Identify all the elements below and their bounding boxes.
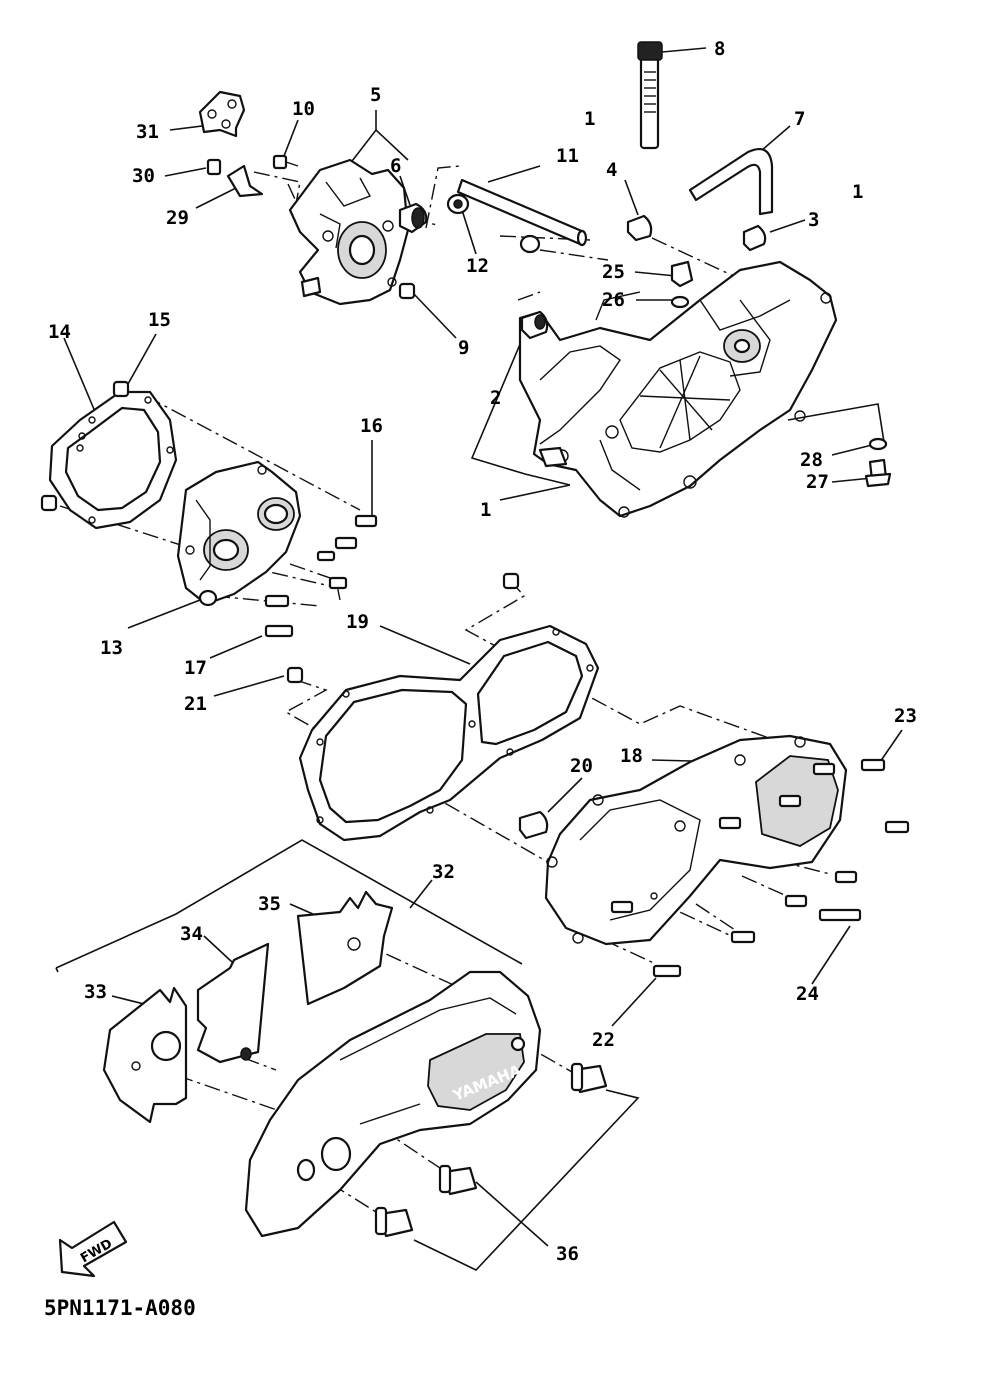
callout-1-right: 1 xyxy=(852,181,863,203)
ring-small xyxy=(519,234,541,254)
callout-3: 3 xyxy=(808,209,819,231)
case-cover-13 xyxy=(176,460,302,607)
gasket-14 xyxy=(48,390,178,530)
callout-24: 24 xyxy=(796,983,819,1005)
dowel-19b xyxy=(502,572,520,590)
callout-15: 15 xyxy=(148,309,171,331)
callout-29: 29 xyxy=(166,207,189,229)
callout-19: 19 xyxy=(346,611,369,633)
bolt-22 xyxy=(652,964,682,978)
dowel-21 xyxy=(286,666,304,684)
callout-33: 33 xyxy=(84,981,107,1003)
callout-1-bottom: 1 xyxy=(480,499,491,521)
callout-28: 28 xyxy=(800,449,823,471)
callout-12: 12 xyxy=(466,255,489,277)
callout-32: 32 xyxy=(432,861,455,883)
callout-25: 25 xyxy=(602,261,625,283)
bolts-36 xyxy=(374,1062,608,1238)
callout-8: 8 xyxy=(714,38,725,60)
plate-33 xyxy=(102,986,188,1124)
callout-10: 10 xyxy=(292,98,315,120)
bushing-4 xyxy=(626,214,653,242)
dowel-3 xyxy=(742,224,767,252)
plate-31 xyxy=(198,90,246,138)
callout-27: 27 xyxy=(806,471,829,493)
fitting-25 xyxy=(670,260,694,288)
callout-36: 36 xyxy=(556,1243,579,1265)
callout-numbers: 8 7 1 4 1 3 11 5 6 10 31 30 29 12 25 26 … xyxy=(48,38,917,1265)
callout-20: 20 xyxy=(570,755,593,777)
callout-9: 9 xyxy=(458,337,469,359)
plate-34 xyxy=(196,942,270,1064)
callout-16: 16 xyxy=(360,415,383,437)
bolts-16 xyxy=(316,514,378,590)
callout-1-top: 1 xyxy=(584,108,595,130)
bushing-6 xyxy=(398,202,428,234)
case-part-5 xyxy=(288,158,410,306)
callout-13: 13 xyxy=(100,637,123,659)
shaft-11 xyxy=(456,178,588,247)
bolts-23 xyxy=(718,758,910,834)
callout-4: 4 xyxy=(606,159,617,181)
callout-17: 17 xyxy=(184,657,207,679)
callout-31: 31 xyxy=(136,121,159,143)
dowel-20 xyxy=(518,810,549,840)
washer-28 xyxy=(868,437,888,451)
callout-11: 11 xyxy=(556,145,579,167)
callout-7: 7 xyxy=(794,108,805,130)
bolts-24 xyxy=(610,870,862,944)
dowel-14b xyxy=(40,494,58,512)
gasket-19 xyxy=(298,624,600,842)
document-code: 5PN1171-A080 xyxy=(44,1296,196,1320)
callout-35: 35 xyxy=(258,893,281,915)
breather-hose xyxy=(688,148,774,216)
dowel-2 xyxy=(520,310,549,340)
washer-12 xyxy=(446,193,470,215)
bracket-29 xyxy=(226,164,264,198)
dowel-15 xyxy=(112,380,130,398)
bolts-17 xyxy=(264,594,294,638)
callout-23: 23 xyxy=(894,705,917,727)
callout-5: 5 xyxy=(370,84,381,106)
callout-2: 2 xyxy=(490,387,501,409)
callout-6: 6 xyxy=(390,155,401,177)
bolt-10 xyxy=(272,154,299,170)
callout-14: 14 xyxy=(48,321,71,343)
callout-22: 22 xyxy=(592,1029,615,1051)
transmission-cover-32 xyxy=(244,970,542,1238)
callout-21: 21 xyxy=(184,693,207,715)
o-ring-26 xyxy=(670,295,690,309)
callout-30: 30 xyxy=(132,165,155,187)
dowel-9 xyxy=(398,282,416,300)
plate-35 xyxy=(296,890,394,1006)
fwd-arrow-icon: FWD xyxy=(58,1220,128,1278)
bolt-27 xyxy=(864,458,892,488)
hose-clamp xyxy=(637,41,663,150)
callout-26: 26 xyxy=(602,289,625,311)
bolt-30 xyxy=(206,158,222,176)
callout-18: 18 xyxy=(620,745,643,767)
crankcase-1 xyxy=(518,260,838,518)
callout-34: 34 xyxy=(180,923,203,945)
